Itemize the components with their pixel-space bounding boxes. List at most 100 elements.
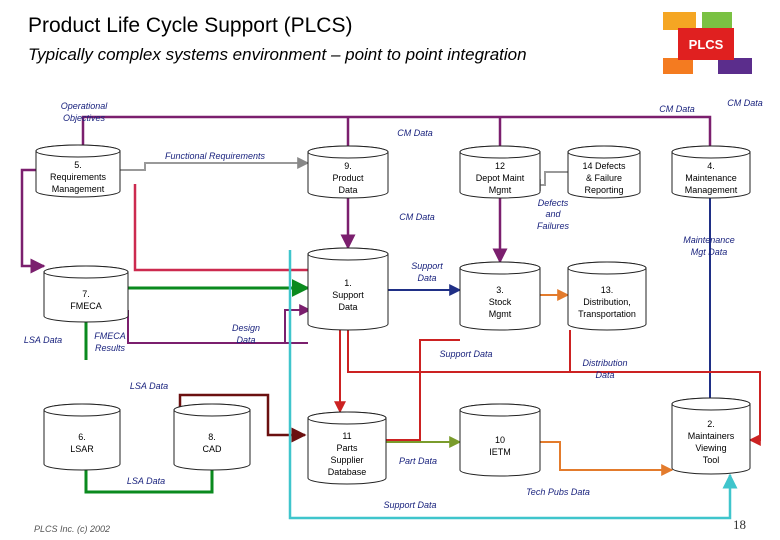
node-n5-label-line-3: Management xyxy=(52,184,105,194)
node-n12-label-line-2: Depot Maint xyxy=(476,173,525,183)
label-defects-failures-line-1: Defects xyxy=(538,198,569,208)
node-n5-label-line-1: 5. xyxy=(74,160,82,170)
label-lsa-data-left: LSA Data xyxy=(24,335,62,345)
node-n11-label-line-3: Supplier xyxy=(330,455,363,465)
node-n4-label-line-2: Maintenance xyxy=(685,173,737,183)
label-fmeca-results-line-2: Results xyxy=(95,343,126,353)
node-n7: 7. FMECA xyxy=(43,265,129,323)
page-number: 18 xyxy=(733,517,746,532)
label-support-data-upper: Support Data xyxy=(411,261,443,283)
label-lsa-data-bottom: LSA Data xyxy=(127,476,165,486)
label-cm-data-row: CM Data xyxy=(397,128,433,138)
label-fmeca-results: FMECA Results xyxy=(94,331,126,353)
node-n13-label-line-2: Distribution, xyxy=(583,297,631,307)
node-n14-label-line-3: Reporting xyxy=(584,185,623,195)
line-req-to-fmeca xyxy=(20,168,46,274)
node-n8: 8.CAD xyxy=(173,403,251,471)
line-design-data xyxy=(284,304,312,343)
label-part-data: Part Data xyxy=(399,456,437,466)
label-support-data-upper-line-1: Support xyxy=(411,261,443,271)
label-distribution-data-line-1: Distribution xyxy=(582,358,627,368)
node-n12-label-line-1: 12 xyxy=(495,161,505,171)
logo-tile-green xyxy=(702,12,732,30)
logo-tile-purple xyxy=(718,58,752,74)
node-n3-label-line-3: Mgmt xyxy=(489,309,512,319)
node-n9-label-line-3: Data xyxy=(338,185,357,195)
label-cm-data-top-mid: CM Data xyxy=(659,104,695,114)
line-cm-top xyxy=(81,115,712,146)
node-n11-label-line-1: 11 xyxy=(342,431,351,441)
label-cm-data-mid: CM Data xyxy=(399,212,435,222)
node-n4-label-line-3: Management xyxy=(685,185,738,195)
cylinder-top xyxy=(459,261,541,275)
label-cm-data-top-right: CM Data xyxy=(727,98,763,108)
node-n9-label-line-2: Product xyxy=(332,173,364,183)
node-n2-label-line-1: 2. xyxy=(707,419,715,429)
line-support-data-bottom xyxy=(288,250,738,520)
cylinder-top xyxy=(671,397,751,411)
cylinder-top xyxy=(307,247,389,261)
node-n13: 13. Distribution, Transportation xyxy=(567,261,647,331)
label-functional-requirements: Functional Requirements xyxy=(165,151,266,161)
label-lsa-data-mid: LSA Data xyxy=(130,381,168,391)
node-n9-label-line-1: 9. xyxy=(344,161,352,171)
label-design-data-line-2: Data xyxy=(236,335,255,345)
node-n10-label-line-1: 10 xyxy=(495,435,505,445)
label-tech-pubs-data: Tech Pubs Data xyxy=(526,487,590,497)
label-distribution-data: Distribution Data xyxy=(582,358,627,380)
label-support-data-bottom: Support Data xyxy=(383,500,436,510)
cylinder-top xyxy=(43,403,121,417)
node-n11-label-line-2: Parts xyxy=(336,443,358,453)
cylinder-top xyxy=(173,403,251,417)
cylinder-top xyxy=(43,265,129,279)
plcs-logo: PLCS xyxy=(663,12,752,74)
cylinder-top xyxy=(307,145,389,159)
logo-tile-orange xyxy=(663,12,696,30)
label-design-data-line-1: Design xyxy=(232,323,260,333)
node-n1-label-line-3: Data xyxy=(338,302,357,312)
node-n6-label-line-1: 6. xyxy=(78,432,86,442)
node-n13-label-line-1: 13. xyxy=(601,285,614,295)
label-operational-objectives: Operational Objectives xyxy=(61,101,109,123)
node-n4-label-line-1: 4. xyxy=(707,161,715,171)
line-tech-pubs xyxy=(540,441,674,476)
node-n14-label-line-1: 14 Defects xyxy=(582,161,626,171)
node-n3-label-line-2: Stock xyxy=(489,297,512,307)
node-n3-label-line-1: 3. xyxy=(496,285,504,295)
node-n11-label-line-4: Database xyxy=(328,467,367,477)
logo-tile-red xyxy=(678,28,734,60)
page-title: Product Life Cycle Support (PLCS) xyxy=(28,14,353,37)
node-n6: 6.LSAR xyxy=(43,403,121,471)
label-defects-failures-line-2: and xyxy=(545,209,561,219)
node-n1-label-line-1: 1. xyxy=(344,278,352,288)
node-n14-label-line-2: & Failure xyxy=(586,173,622,183)
cylinder-top xyxy=(567,145,641,159)
line-support-data-upper xyxy=(133,184,308,272)
label-support-data-mid: Support Data xyxy=(439,349,492,359)
label-support-data-upper-line-2: Data xyxy=(417,273,436,283)
line-functional-requirements xyxy=(120,157,310,171)
node-n2-label-line-3: Viewing xyxy=(695,443,726,453)
cylinder-top xyxy=(671,145,751,159)
node-n8-label-line-1: 8. xyxy=(208,432,216,442)
logo-tile-orange-2 xyxy=(663,58,693,74)
label-maintenance-mgt-data-line-2: Mgt Data xyxy=(691,247,728,257)
cylinder-top xyxy=(567,261,647,275)
node-n10-label-line-2: IETM xyxy=(489,447,511,457)
node-n1-label-line-2: Support xyxy=(332,290,364,300)
label-fmeca-results-line-1: FMECA xyxy=(94,331,126,341)
label-design-data: Design Data xyxy=(232,323,260,345)
label-maintenance-mgt-data-line-1: Maintenance xyxy=(683,235,735,245)
node-n7-label-line-2: FMECA xyxy=(70,301,102,311)
line-lsa-data-mid xyxy=(178,393,307,443)
node-n7-label-line-1: 7. xyxy=(82,289,90,299)
node-n13-label-line-3: Transportation xyxy=(578,309,636,319)
